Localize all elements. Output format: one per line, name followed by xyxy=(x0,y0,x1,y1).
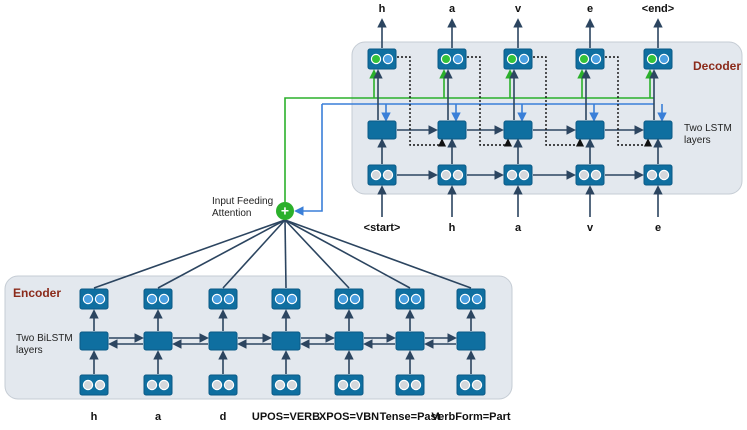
decoder-title: Decoder xyxy=(693,59,741,73)
decoder-output-token: h xyxy=(379,3,386,15)
decoder-lstm-block xyxy=(575,120,605,140)
decoder-lstm-block xyxy=(367,120,397,140)
decoder-input-token: e xyxy=(655,222,661,234)
encoder-input-token: VerbForm=Part xyxy=(431,411,511,423)
decoder-output-token: v xyxy=(515,3,522,15)
encoder-input-cell xyxy=(208,374,238,396)
attention-green-bus xyxy=(284,97,654,202)
encoder-output-cell xyxy=(395,288,425,310)
attention-blue-return xyxy=(294,104,323,216)
attention-node xyxy=(276,202,294,220)
encoder-output-cell xyxy=(143,288,173,310)
decoder-output-token: a xyxy=(449,3,456,15)
decoder-output-cell xyxy=(643,48,673,70)
decoder-feedback-edge xyxy=(605,56,653,147)
encoder-input-cell xyxy=(334,374,364,396)
encoder-attention-edge xyxy=(284,219,287,289)
encoder-bilstm-block xyxy=(208,331,238,351)
encoder-input-cell xyxy=(143,374,173,396)
encoder-output-cell xyxy=(456,288,486,310)
attention-label-2: Attention xyxy=(212,208,251,219)
encoder-input-token: UPOS=VERB xyxy=(252,411,320,423)
decoder-output-cell xyxy=(367,48,397,70)
encoder-layers-label: Two BiLSTM xyxy=(16,333,73,344)
encoder-input-token: Tense=Past xyxy=(380,411,441,423)
encoder-input-cell xyxy=(79,374,109,396)
decoder-input-cell xyxy=(367,164,397,186)
encoder-output-cell xyxy=(208,288,238,310)
encoder-layers-label-2: layers xyxy=(16,345,43,356)
encoder-input-cell xyxy=(395,374,425,396)
encoder-input-token: a xyxy=(155,411,162,423)
decoder-panel xyxy=(351,41,743,195)
decoder-input-cell xyxy=(503,164,533,186)
decoder-output-token: <end> xyxy=(642,3,674,15)
decoder-lstm-block xyxy=(503,120,533,140)
decoder-output-token: e xyxy=(587,3,593,15)
encoder-bilstm-block xyxy=(143,331,173,351)
encoder-attention-edge xyxy=(284,219,350,289)
decoder-feedback-edge xyxy=(533,56,585,147)
encoder-title: Encoder xyxy=(13,286,61,300)
encoder-bilstm-block xyxy=(79,331,109,351)
encoder-input-token: XPOS=VBN xyxy=(319,411,379,423)
encoder-output-cell xyxy=(271,288,301,310)
encoder-bilstm-block xyxy=(334,331,364,351)
encoder-input-cell xyxy=(271,374,301,396)
encoder-output-cell xyxy=(79,288,109,310)
encoder-attention-edge xyxy=(284,219,472,289)
encoder-bilstm-block xyxy=(456,331,486,351)
decoder-output-cell xyxy=(503,48,533,70)
encoder-input-token: d xyxy=(220,411,227,423)
decoder-input-token: v xyxy=(587,222,594,234)
decoder-feedback-edge xyxy=(397,56,447,147)
encoder-bilstm-block xyxy=(395,331,425,351)
attention-plus-icon: + xyxy=(281,203,289,219)
attention-label: Input Feeding xyxy=(212,196,273,207)
encoder-attention-edge xyxy=(157,219,286,289)
encoder-attention-edge xyxy=(93,219,286,289)
decoder-lstm-block xyxy=(643,120,673,140)
decoder-input-token: <start> xyxy=(364,222,401,234)
decoder-output-cell xyxy=(437,48,467,70)
encoder-bilstm-block xyxy=(271,331,301,351)
decoder-input-token: a xyxy=(515,222,522,234)
decoder-feedback-edge xyxy=(467,56,513,147)
encoder-input-token: h xyxy=(91,411,98,423)
decoder-output-cell xyxy=(575,48,605,70)
encoder-output-cell xyxy=(334,288,364,310)
decoder-input-cell xyxy=(437,164,467,186)
decoder-layers-label-2: layers xyxy=(684,135,711,146)
decoder-input-cell xyxy=(643,164,673,186)
encoder-input-cell xyxy=(456,374,486,396)
encoder-attention-edge xyxy=(284,219,411,289)
decoder-input-cell xyxy=(575,164,605,186)
encoder-attention-edge xyxy=(222,219,286,289)
decoder-lstm-block xyxy=(437,120,467,140)
decoder-input-token: h xyxy=(449,222,456,234)
decoder-layers-label: Two LSTM xyxy=(684,123,732,134)
